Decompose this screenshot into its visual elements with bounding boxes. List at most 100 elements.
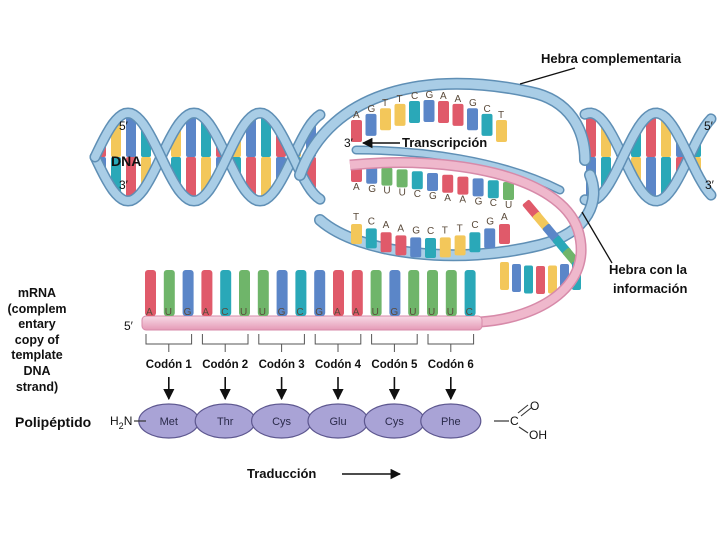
dna-base [126, 157, 136, 201]
complementary-base-letter: C [484, 104, 491, 115]
mrna-base [314, 270, 326, 316]
template-strand [315, 170, 598, 260]
template-base [410, 237, 422, 258]
codon-label: Codón 5 [371, 359, 418, 371]
template-base [469, 232, 481, 253]
template-base-letter: C [471, 220, 478, 231]
dna-base [261, 114, 271, 157]
complementary-base [438, 100, 449, 123]
rna-base [442, 174, 454, 193]
mrna-description-line: entary [18, 317, 56, 332]
mrna-curve [349, 158, 586, 326]
template-base-letter: C [427, 226, 434, 237]
label-3prime-bottom-left: 3′ [119, 178, 129, 192]
dna-base [186, 157, 196, 201]
dna-base [126, 113, 136, 157]
c-terminus-oh: OH [529, 428, 547, 442]
dna-base [261, 157, 271, 200]
label-5prime-top-left: 5′ [119, 119, 129, 133]
template-base [454, 235, 466, 256]
template-base-letter: T [353, 212, 359, 223]
dna-backbone-strand [91, 108, 324, 206]
template-base-letter: T [442, 225, 448, 236]
mrna-base-letter: A [202, 307, 209, 318]
label-hebra-informacion-1: Hebra con la [609, 262, 688, 277]
template-base [395, 235, 407, 256]
complementary-base [481, 113, 493, 136]
dna-backbone-strand [581, 108, 715, 206]
mrna-description-line: mRNA [17, 286, 57, 300]
template-base [484, 228, 496, 249]
codon-bracket [427, 334, 475, 345]
label-dna: DNA [111, 153, 141, 169]
c-terminus-c: C [510, 414, 519, 428]
codon-bracket [371, 334, 418, 345]
rna-base [381, 167, 393, 186]
amino-acid-label: Phe [441, 416, 461, 428]
mrna-base [464, 270, 476, 316]
mrna-base [257, 270, 269, 316]
mrna-base-letter: U [165, 307, 172, 318]
mrna-base-letter: U [447, 307, 454, 318]
rna-base [472, 178, 484, 197]
mrna-base [276, 270, 288, 316]
template-base-letter: A [383, 220, 390, 231]
complementary-base [394, 103, 406, 126]
codon-bracket [145, 334, 193, 345]
template-base-letter: A [501, 212, 508, 223]
dna-helix-backbones [89, 107, 717, 207]
codon-label: Codón 3 [259, 359, 305, 371]
rna-base [366, 165, 378, 184]
loop-base [512, 264, 521, 292]
template-base [439, 237, 451, 258]
template-base-letter: T [457, 223, 463, 234]
c-terminus-o: O [530, 399, 539, 413]
amino-acid-label: Glu [329, 416, 346, 428]
codon-label: Codón 6 [428, 359, 474, 371]
dna-backbone-strand [91, 108, 324, 206]
template-base-letter: A [397, 223, 404, 234]
template-base-letter: C [368, 216, 375, 227]
mrna-base-letter: G [315, 307, 323, 318]
loop-base [524, 265, 533, 294]
mrna-base-letter: U [240, 307, 247, 318]
mrna-base [163, 270, 175, 316]
label-3prime-bubble: 3′ [344, 136, 354, 150]
rna-base-letter: G [475, 196, 483, 207]
rna-base [487, 180, 499, 199]
rna-base-letter: A [444, 193, 451, 204]
label-transcripcion: Transcripción [402, 135, 487, 150]
template-base [365, 228, 377, 249]
rna-base [396, 169, 408, 188]
inner-strand [353, 147, 563, 193]
c-terminus-double-bond-b [520, 407, 532, 417]
complementary-base-letter: T [397, 94, 403, 105]
complementary-base [351, 120, 362, 142]
complementary-base [409, 100, 420, 123]
mrna-base [445, 270, 457, 316]
complementary-base-letter: T [498, 110, 504, 121]
codon-label: Codón 4 [315, 359, 362, 371]
complementary-base-letter: T [382, 98, 388, 109]
rna-base-letter: C [414, 189, 421, 200]
complementary-base [452, 103, 464, 126]
loop-base [500, 262, 509, 290]
complementary-strand [295, 79, 590, 180]
complementary-base [380, 108, 391, 131]
complementary-base [365, 113, 377, 136]
mrna-base [145, 270, 156, 316]
mrna-base-letter: C [221, 307, 228, 318]
rna-base [427, 173, 438, 191]
rna-base [457, 176, 469, 195]
template-base-letter: G [412, 225, 420, 236]
rna-base [503, 182, 514, 200]
mrna-base [427, 270, 438, 316]
rna-base-letter: G [368, 184, 376, 195]
dna-base [646, 114, 656, 157]
codon-label: Codón 2 [202, 359, 248, 371]
rna-base-letter: A [459, 195, 466, 206]
mrna-description-line: DNA [23, 363, 51, 378]
pointer-hebra-informacion [581, 211, 613, 264]
